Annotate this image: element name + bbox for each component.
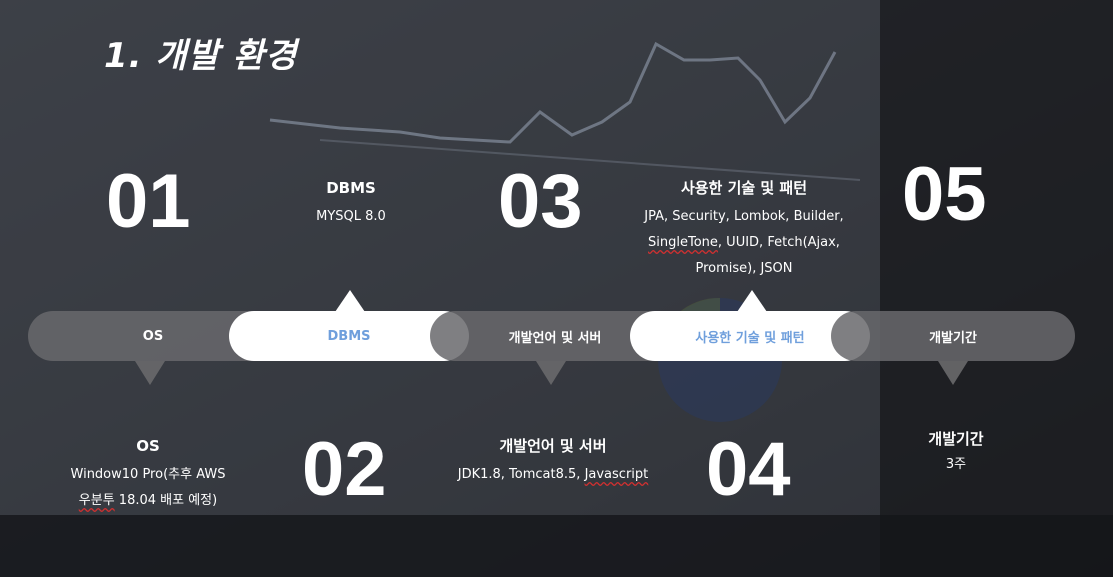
tech-heading: 사용한 기술 및 패턴	[680, 179, 808, 197]
dbms-pointer	[335, 290, 365, 312]
page-title: 1. 개발 환경	[104, 36, 298, 76]
period-info: 개발기간 3주	[836, 428, 1076, 475]
tab-period-label: 개발기간	[929, 330, 977, 346]
tab-os-label: OS	[142, 328, 164, 344]
language-heading: 개발언어 및 서버	[499, 437, 607, 455]
tech-detail-line3: Promise), JSON	[695, 261, 793, 276]
number-04: 04	[706, 427, 791, 512]
dbms-detail: MYSQL 8.0	[316, 209, 386, 224]
os-detail-line2-rest: 18.04 배포 예정)	[114, 493, 218, 508]
tech-detail-line2-rest: , UUID, Fetch(Ajax,	[717, 235, 840, 250]
tab-dbms[interactable]: DBMS	[229, 311, 469, 361]
tab-tech-pattern[interactable]: 사용한 기술 및 패턴	[630, 311, 870, 361]
dbms-heading: DBMS	[326, 179, 376, 197]
language-detail: JDK1.8, Tomcat8.5, Javascript	[428, 462, 678, 488]
number-02: 02	[302, 427, 387, 512]
os-detail-squiggled: 우분투	[78, 493, 115, 508]
tab-period[interactable]: 개발기간	[831, 311, 1075, 361]
tab-tech-pattern-label: 사용한 기술 및 패턴	[695, 330, 805, 346]
language-info: 개발언어 및 서버 JDK1.8, Tomcat8.5, Javascript	[428, 435, 678, 488]
tech-detail-squiggled: SingleTone	[648, 235, 718, 250]
period-detail: 3주	[945, 457, 967, 472]
tab-dbms-label: DBMS	[327, 328, 371, 344]
language-pointer	[536, 361, 566, 385]
period-heading: 개발기간	[928, 430, 984, 448]
dbms-info: DBMS MYSQL 8.0	[231, 177, 471, 230]
tech-detail-line1: JPA, Security, Lombok, Builder,	[644, 209, 844, 224]
os-info: OS Window10 Pro(추후 AWS 우분투 18.04 배포 예정)	[28, 435, 268, 514]
period-pointer	[938, 361, 968, 385]
os-heading: OS	[136, 437, 160, 455]
number-03: 03	[498, 159, 583, 244]
number-05: 05	[902, 152, 987, 237]
tech-detail-line2: SingleTone, UUID, Fetch(Ajax,	[624, 230, 864, 256]
tab-language-server-label: 개발언어 및 서버	[508, 330, 602, 346]
os-pointer	[135, 361, 165, 385]
language-detail-text: JDK1.8, Tomcat8.5,	[457, 467, 585, 482]
os-detail-line2: 우분투 18.04 배포 예정)	[28, 488, 268, 514]
number-01: 01	[106, 159, 191, 244]
tech-pointer	[737, 290, 767, 312]
tech-info: 사용한 기술 및 패턴 JPA, Security, Lombok, Build…	[624, 177, 864, 282]
language-detail-squiggled: Javascript	[584, 467, 649, 482]
os-detail-line1: Window10 Pro(추후 AWS	[70, 467, 226, 482]
